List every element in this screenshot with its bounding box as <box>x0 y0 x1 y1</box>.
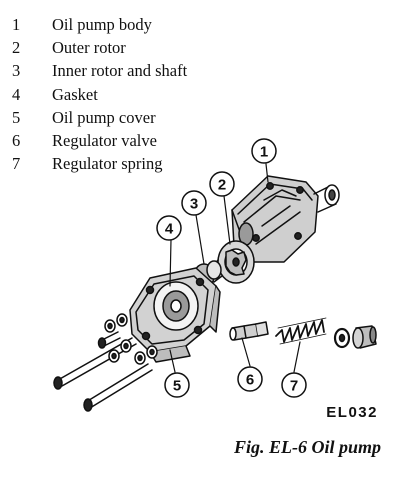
legend-item: 7 Regulator spring <box>12 152 187 175</box>
legend-number: 2 <box>12 38 21 58</box>
legend-item: 6 Regulator valve <box>12 129 187 152</box>
legend-item: 2 Outer rotor <box>12 36 187 59</box>
legend-number: 4 <box>12 84 21 104</box>
figure-code: EL032 <box>326 404 378 421</box>
legend-item: 3 Inner rotor and shaft <box>12 59 187 82</box>
legend-label: Gasket <box>52 84 98 104</box>
callout-circle-6 <box>237 366 263 392</box>
callout-circle-3 <box>181 190 207 216</box>
figure-caption: Fig. EL-6 Oil pump <box>233 437 381 457</box>
plug-drawing <box>333 325 377 349</box>
callout-4: 4 <box>165 221 174 238</box>
legend-label: Inner rotor and shaft <box>52 61 188 81</box>
washers-drawing <box>104 313 158 365</box>
callout-circle-5 <box>164 372 190 398</box>
oil-pump-body-drawing <box>231 175 340 263</box>
legend-number: 7 <box>12 154 21 174</box>
legend-item: 1 Oil pump body <box>12 13 187 36</box>
callout-circle-2 <box>209 171 235 197</box>
regulator-valve-drawing <box>229 321 269 341</box>
callout-6: 6 <box>246 372 254 389</box>
legend-item: 5 Oil pump cover <box>12 106 187 129</box>
callout-circle-4 <box>156 215 182 241</box>
legend-number: 6 <box>12 130 21 150</box>
callout-7: 7 <box>290 378 298 395</box>
callout-circles <box>156 138 307 398</box>
oil-pump-cover-drawing <box>129 267 221 363</box>
legend-label: Oil pump cover <box>52 107 156 127</box>
bolts-drawing <box>53 331 153 412</box>
callout-2: 2 <box>218 177 226 194</box>
callout-3: 3 <box>190 196 198 213</box>
callout-1: 1 <box>260 144 268 161</box>
callout-circle-7 <box>281 372 307 398</box>
callout-5: 5 <box>173 378 181 395</box>
leader-lines <box>169 163 301 373</box>
legend-number: 1 <box>12 15 21 34</box>
legend-label: Outer rotor <box>52 38 126 58</box>
regulator-spring-drawing <box>275 317 327 345</box>
legend-item: 4 Gasket <box>12 83 187 106</box>
legend-number: 5 <box>12 107 21 127</box>
parts-legend: 1 Oil pump body 2 Outer rotor 3 Inner rotor… <box>12 13 187 175</box>
outer-rotor-drawing <box>217 240 255 284</box>
legend-label: Regulator valve <box>52 130 157 150</box>
callout-circle-1 <box>251 138 277 164</box>
legend-label: Oil pump body <box>52 15 152 34</box>
legend-number: 3 <box>12 61 21 81</box>
legend-label: Regulator spring <box>52 154 163 174</box>
